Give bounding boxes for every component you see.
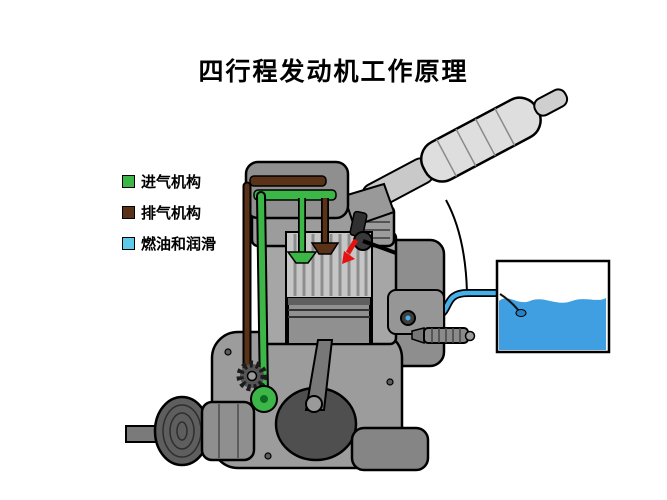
piston-crown [288, 298, 370, 305]
flywheel-assembly [125, 395, 256, 467]
exhaust-swatch-rect [122, 206, 135, 219]
engine-mount [350, 426, 430, 472]
intake-pushrod [258, 193, 267, 397]
intake-color-swatch-icon [122, 175, 135, 188]
exhaust-color-swatch-icon [122, 206, 135, 219]
page-title: 四行程发动机工作原理 [198, 59, 469, 86]
muffler-body [420, 96, 542, 183]
connecting-rod [304, 339, 334, 411]
legend-item-fuel: 燃油和润滑 [122, 233, 216, 254]
injector-assembly [349, 210, 397, 255]
legend-item-exhaust: 排气机构 [122, 202, 216, 223]
fuel-tank [495, 259, 611, 354]
fuel-swatch-rect [122, 237, 135, 250]
legend: 进气机构 排气机构 燃油和润滑 [122, 171, 216, 254]
legend-label-fuel: 燃油和润滑 [141, 237, 217, 253]
exhaust-tip [533, 88, 569, 117]
flywheel-drum [200, 400, 256, 462]
bolt [386, 378, 394, 386]
intake-flow-arrow [342, 238, 359, 264]
vent-pipe [445, 199, 468, 294]
fuel-pickup-line [499, 293, 520, 312]
fuel-color-swatch-icon [122, 237, 135, 250]
legend-label-exhaust: 排气机构 [141, 206, 202, 222]
muffler-ribs [435, 108, 516, 177]
bolt [224, 348, 232, 356]
intake-valve-head [286, 251, 318, 264]
intake-swatch-rect [122, 175, 135, 188]
carburetor [387, 289, 476, 345]
exhaust-valve-head [310, 242, 340, 255]
legend-label-intake: 进气机构 [141, 175, 202, 191]
crank-pin [305, 395, 323, 413]
fuel-pickup-clunk [515, 309, 527, 317]
piston [287, 297, 371, 345]
intake-rocker [253, 189, 337, 201]
bore-liner-lines [293, 234, 368, 296]
bolt [264, 452, 272, 460]
exhaust-rocker [249, 175, 327, 187]
legend-item-intake: 进气机构 [122, 171, 216, 192]
